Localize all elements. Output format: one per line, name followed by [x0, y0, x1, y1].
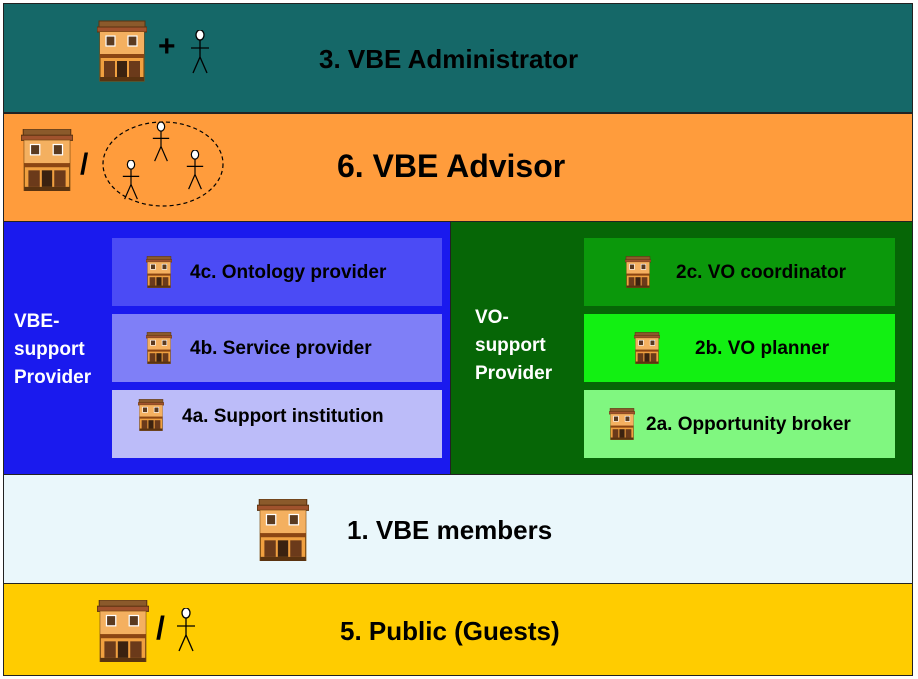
advisor-band: / 6. VBE Advisor [3, 113, 913, 222]
ontology-provider-label: 4c. Ontology provider [190, 262, 387, 283]
vo-coordinator-box: 2c. VO coordinator [584, 238, 895, 306]
vo-support-panel: VO- support Provider 2c. VO coordinator … [450, 221, 913, 475]
person-group-icon [102, 121, 224, 207]
building-icon [625, 255, 651, 289]
members-band: 1. VBE members [3, 474, 913, 584]
opportunity-broker-box: 2a. Opportunity broker [584, 390, 895, 458]
admin-band: + 3. VBE Administrator [3, 3, 913, 113]
service-provider-box: 4b. Service provider [112, 314, 442, 382]
advisor-connector: / [80, 148, 89, 181]
public-connector: / [156, 610, 165, 646]
public-title: 5. Public (Guests) [340, 616, 560, 646]
opportunity-broker-label: 2a. Opportunity broker [646, 414, 851, 435]
vo-planner-label: 2b. VO planner [695, 338, 830, 359]
building-icon [97, 20, 147, 82]
building-icon [609, 407, 635, 441]
vo-planner-box: 2b. VO planner [584, 314, 895, 382]
building-icon [97, 600, 149, 662]
vbe-support-panel: VBE- support Provider 4c. Ontology provi… [3, 221, 451, 475]
ontology-provider-box: 4c. Ontology provider [112, 238, 442, 306]
members-title: 1. VBE members [347, 515, 553, 545]
building-icon [146, 331, 172, 365]
support-institution-label: 4a. Support institution [182, 406, 384, 427]
advisor-title: 6. VBE Advisor [337, 148, 566, 184]
vo-coordinator-label: 2c. VO coordinator [676, 262, 846, 283]
support-institution-box: 4a. Support institution [112, 390, 442, 458]
public-band: / 5. Public (Guests) [3, 583, 913, 676]
service-provider-label: 4b. Service provider [190, 338, 372, 359]
building-icon [146, 255, 172, 289]
building-icon [138, 398, 164, 432]
vbe-support-label: VBE- support Provider [14, 311, 92, 388]
admin-connector: + [158, 30, 176, 63]
admin-title: 3. VBE Administrator [319, 44, 579, 74]
person-icon [176, 608, 196, 652]
building-icon [257, 499, 309, 561]
vo-support-label: VO- support Provider [475, 307, 553, 384]
building-icon [21, 129, 73, 191]
building-icon [634, 331, 660, 365]
person-icon [190, 30, 210, 74]
